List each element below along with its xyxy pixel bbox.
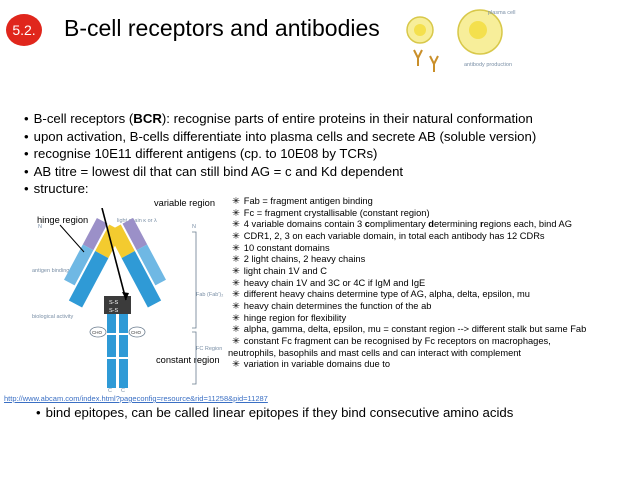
right-arm (107, 217, 166, 308)
variable-region-arrow (101, 208, 127, 301)
note-cdr-count: CDR1, 2, 3 on each variable domain, in t… (232, 231, 586, 243)
antigen-binding-label: antigen binding (32, 268, 69, 274)
note-hinge: hinge region for flexibility (232, 313, 586, 325)
right-heavy-constant (121, 251, 162, 308)
slide-title: B-cell receptors and antibodies (64, 15, 380, 41)
bullet-bcr: B-cell receptors (BCR): recognise parts … (24, 110, 536, 128)
bullet-activation: upon activation, B-cells differentiate i… (24, 128, 537, 146)
fc-bracket (192, 331, 197, 385)
disulfide-label-2: S-S (109, 308, 119, 314)
c-terminus-right: C (121, 388, 125, 393)
cho-label-right: CHO (131, 330, 141, 335)
left-heavy-constant (68, 251, 109, 308)
note-isotypes: alpha, gamma, delta, epsilon, mu = const… (232, 324, 586, 336)
b-cell-nucleus (414, 24, 426, 36)
variable-region-label: variable region (154, 198, 215, 208)
hinge-block (104, 296, 131, 314)
note-light-chain: light chain 1V and C (232, 266, 586, 278)
disulfide-label-1: S-S (109, 300, 119, 306)
antibody-production-label: antibody production (464, 62, 512, 68)
n-terminus-left: N (38, 224, 42, 230)
bullet-recognise: recognise 10E11 different antigens (cp. … (24, 145, 536, 163)
constant-region-label: constant region (156, 355, 220, 365)
fc-region-label: FC Region (196, 346, 222, 352)
bullet-structure: structure: (24, 180, 536, 198)
hinge-region-label: hinge region (37, 215, 89, 225)
bcr-bold: BCR (133, 111, 162, 126)
note-fc: Fc = fragment crystallisable (constant r… (232, 208, 586, 220)
note-heavy-function: heavy chain determines the function of t… (232, 301, 586, 313)
antibody-structure-diagram: light chain κ or λ antigen binding biolo… (32, 208, 223, 393)
plasma-cell-nucleus (469, 21, 487, 39)
arrow-head (122, 292, 129, 300)
left-light-constant (64, 244, 94, 286)
note-variation: variation in variable domains due to (232, 359, 586, 371)
cho-label-left: CHO (92, 330, 102, 335)
bullet-titre: AB titre = lowest dil that can still bin… (24, 163, 536, 181)
note-cdr-regions: 4 variable domains contain 3 complimenta… (232, 219, 586, 231)
cho-tag-left (89, 326, 107, 338)
plasma-cell-figure: plasma cell antibody production (406, 9, 516, 72)
source-link[interactable]: http://www.abcam.com/index.html?pageconf… (4, 394, 268, 403)
note-fab: Fab = fragment antigen binding (232, 196, 586, 208)
bullet-epitopes: bind epitopes, can be called linear epit… (36, 405, 514, 420)
fab-bracket (192, 231, 197, 329)
right-heavy-variable (107, 224, 135, 259)
n-terminus-right: N (192, 224, 196, 230)
fab-label: Fab (Fab')₂ (196, 292, 223, 298)
left-light-variable (82, 217, 108, 251)
plasma-cell-label: plasma cell (488, 10, 516, 16)
cho-tag-right (128, 326, 146, 338)
note-fc-receptors-continued: neutrophils, basophils and mast cells an… (228, 347, 522, 358)
note-heavy-types: different heavy chains determine type of… (232, 289, 586, 301)
note-constant-domains: 10 constant domains (232, 243, 586, 255)
slide-number-badge: 5.2. (6, 14, 42, 46)
right-light-variable (122, 217, 148, 251)
c-terminus-left: C (108, 388, 112, 393)
fc-heavy-left (107, 296, 116, 388)
structure-notes-list: Fab = fragment antigen binding Fc = frag… (228, 196, 586, 371)
antibody-icon (413, 49, 439, 72)
biological-activity-label: biological activity (32, 314, 74, 320)
note-chains: 2 light chains, 2 heavy chains (232, 254, 586, 266)
right-light-constant (136, 244, 166, 286)
main-bullet-list: B-cell receptors (BCR): recognise parts … (24, 110, 537, 198)
note-fc-receptors: constant Fc fragment can be recognised b… (232, 336, 586, 348)
hinge-pointer-line (59, 224, 85, 253)
fc-heavy-right (119, 296, 128, 388)
light-chain-label: light chain κ or λ (117, 218, 157, 224)
note-heavy-chain: heavy chain 1V and 3C or 4C if IgM and I… (232, 278, 586, 290)
